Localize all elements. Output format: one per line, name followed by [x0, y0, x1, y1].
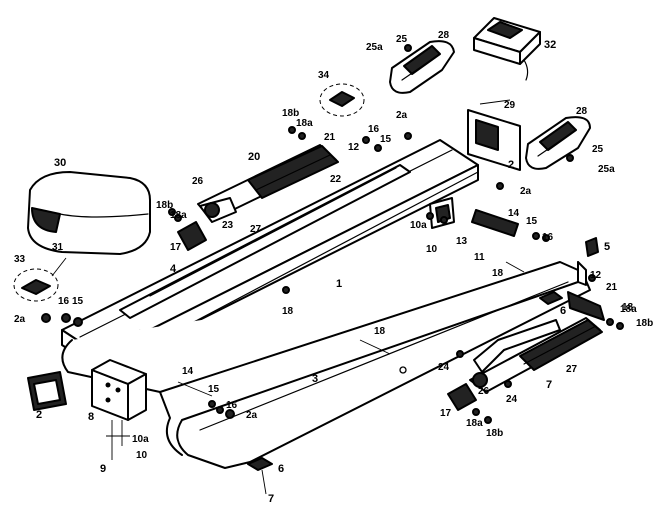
left-bracket — [91, 359, 147, 421]
callout-18a-c: 18a — [620, 304, 637, 315]
callout-15-b: 15 — [208, 384, 220, 395]
callout-16-a: 16 — [58, 296, 70, 307]
callout-21-a: 21 — [324, 132, 336, 143]
callout-18a-d: 18a — [466, 418, 483, 429]
callout-18b-b: 18b — [282, 108, 299, 119]
callout-27-b: 27 — [566, 364, 578, 375]
callout-7-a: 7 — [268, 493, 274, 505]
callout-6-b: 6 — [560, 305, 566, 317]
callout-2-rear: 2 — [508, 159, 514, 171]
callout-1: 1 — [336, 278, 342, 290]
callout-14-b: 14 — [508, 208, 520, 219]
callout-18b-a: 18b — [156, 200, 173, 211]
callout-3: 3 — [312, 373, 318, 385]
callout-2-front: 2 — [36, 409, 42, 421]
callout-17-a: 17 — [170, 242, 182, 253]
callout-34: 34 — [318, 70, 330, 81]
seat — [27, 171, 151, 255]
callout-18-a: 18 — [282, 306, 294, 317]
callout-27-a: 27 — [250, 224, 262, 235]
callout-10-a: 10 — [136, 450, 148, 461]
callout-25-b: 25 — [592, 144, 604, 155]
callout-25a-a: 25a — [366, 42, 383, 53]
callout-17-b: 17 — [440, 408, 452, 419]
callout-4: 4 — [170, 263, 177, 275]
callout-10a-a: 10a — [132, 434, 149, 445]
callout-26-b: 26 — [478, 386, 490, 397]
callout-18a-b: 18a — [296, 118, 313, 129]
callout-12-a: 12 — [348, 142, 360, 153]
callout-20: 20 — [248, 151, 260, 163]
callout-30: 30 — [54, 157, 66, 169]
callout-11: 11 — [474, 252, 485, 263]
callout-21-b: 21 — [606, 282, 618, 293]
clip-detail — [319, 83, 365, 117]
callout-2a-4: 2a — [520, 186, 532, 197]
callout-16-c: 16 — [368, 124, 380, 135]
callout-2a-2: 2a — [246, 410, 258, 421]
fasteners — [41, 44, 624, 495]
callout-32: 32 — [544, 39, 556, 51]
callout-5: 5 — [604, 241, 610, 253]
left-rail — [119, 164, 411, 319]
seat-bracket-detail — [13, 257, 67, 302]
callout-13: 13 — [456, 236, 468, 247]
callout-28-b: 28 — [576, 106, 588, 117]
crossbar — [429, 197, 519, 237]
callout-31: 31 — [52, 242, 64, 253]
callout-15-d: 15 — [526, 216, 538, 227]
left-handle-arm — [177, 144, 339, 251]
callouts: 1 2 2 2a 2a 2a 2a 3 4 5 6 6 7 7 8 9 10 1… — [14, 30, 653, 505]
callout-7-b: 7 — [546, 379, 552, 391]
callout-2a-3: 2a — [396, 110, 408, 121]
callout-23: 23 — [222, 220, 234, 231]
rear-mount-plate — [467, 99, 521, 171]
callout-18-d: 18 — [622, 302, 634, 313]
callout-16-b: 16 — [226, 400, 238, 411]
callout-9: 9 — [100, 463, 106, 475]
monitor — [473, 17, 541, 81]
callout-10a-b: 10a — [410, 220, 427, 231]
callout-18-c: 18 — [492, 268, 504, 279]
callout-26-a: 26 — [192, 176, 204, 187]
callout-22: 22 — [330, 174, 342, 185]
callout-12-b: 12 — [590, 270, 602, 281]
callout-18b-d: 18b — [486, 428, 503, 439]
callout-25a-b: 25a — [598, 164, 615, 175]
callout-29: 29 — [504, 100, 516, 111]
callout-24-a: 24 — [438, 362, 450, 373]
callout-24-b: 24 — [506, 394, 518, 405]
callout-28-a: 28 — [438, 30, 450, 41]
callout-33: 33 — [14, 254, 26, 265]
callout-18b-c: 18b — [636, 318, 653, 329]
callout-15-a: 15 — [72, 296, 84, 307]
callout-10-b: 10 — [426, 244, 438, 255]
callout-16-d: 16 — [542, 232, 554, 243]
callout-2a-1: 2a — [14, 314, 26, 325]
callout-6-a: 6 — [278, 463, 284, 475]
callout-14-a: 14 — [182, 366, 194, 377]
footplate-right — [525, 116, 591, 170]
callout-25-a: 25 — [396, 34, 408, 45]
front-plate — [27, 371, 67, 411]
callout-8: 8 — [88, 411, 94, 423]
u-frame — [61, 261, 591, 469]
callout-18-b: 18 — [374, 326, 386, 337]
callout-15-c: 15 — [380, 134, 392, 145]
footplate-left — [389, 40, 455, 94]
callout-18a-a: 18a — [170, 210, 187, 221]
right-handle-arm — [447, 291, 605, 411]
